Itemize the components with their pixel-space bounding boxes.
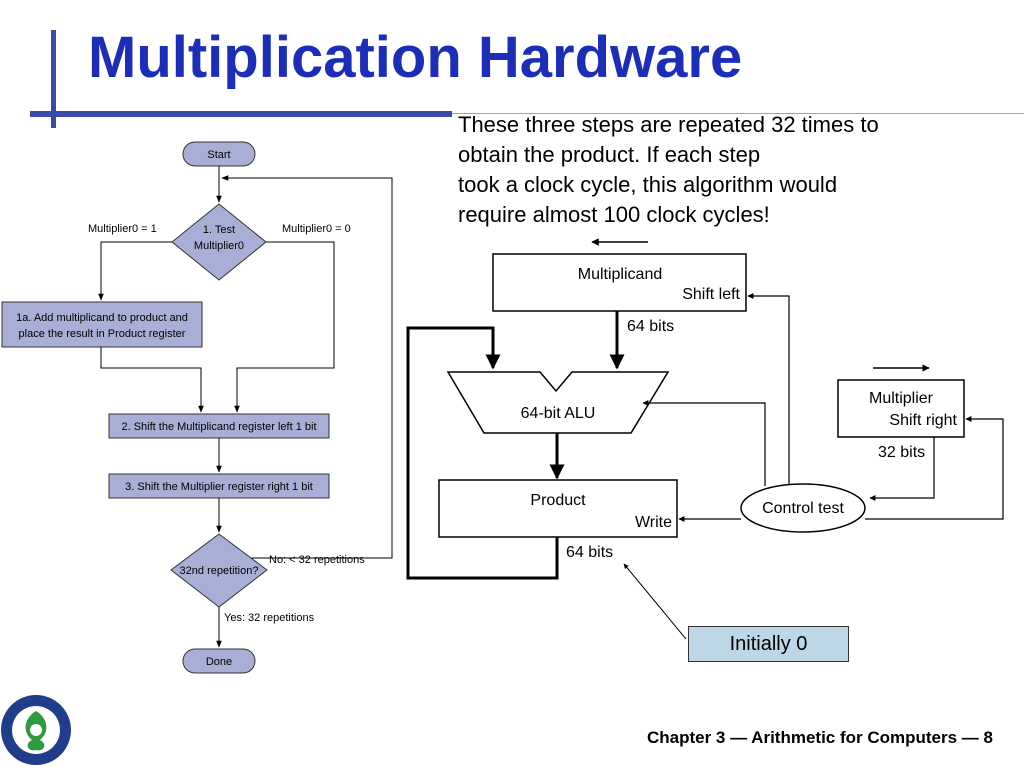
branch-left-arrow (98, 241, 172, 301)
start-label: Start (207, 149, 230, 161)
repetition-no-label: No: < 32 repetitions (269, 554, 365, 566)
branch-left-label: Multiplier0 = 1 (88, 223, 157, 235)
multiplier-label: Multiplier (869, 390, 934, 407)
step-3-label: 3. Shift the Multiplier register right 1… (125, 481, 313, 493)
accent-bar-vertical (51, 30, 56, 128)
product-label: Product (530, 492, 586, 509)
step-2-box (108, 413, 330, 439)
branch-right-arrow (234, 241, 335, 413)
callout-pointer (623, 563, 687, 640)
hardware-diagram: Multiplicand Shift left 64 bits 64-bit A… (406, 238, 1004, 640)
university-logo (1, 695, 71, 765)
control-to-alu-line (642, 400, 766, 486)
note-line: require almost 100 clock cycles! (458, 202, 770, 227)
test-label-line1: 1. Test (203, 224, 235, 236)
repetition-yes-label: Yes: 32 repetitions (224, 612, 315, 624)
test-diamond (171, 203, 267, 281)
done-label: Done (206, 656, 232, 668)
control-test-unit (740, 483, 866, 533)
product-op-label: Write (635, 514, 672, 531)
step-1a-line2: place the result in Product register (19, 328, 186, 340)
multiplier-register (837, 379, 965, 438)
multiplicand-label: Multiplicand (578, 266, 662, 283)
multiplicand-register (492, 253, 747, 312)
slide-title: Multiplication Hardware (88, 25, 743, 90)
product-feedback-bus (406, 326, 559, 580)
alu-shape (446, 371, 670, 434)
multiplicand-op-label: Shift left (682, 286, 740, 303)
step-1a-box (1, 301, 203, 348)
product-register (438, 479, 678, 538)
initial-value-callout: Initially 0 (688, 626, 849, 662)
control-to-multiplier-line (865, 416, 1004, 520)
step-2-label: 2. Shift the Multiplicand register left … (121, 421, 316, 433)
step-1a-line1: 1a. Add multiplicand to product and (16, 312, 188, 324)
product-bits-label: 64 bits (566, 544, 613, 561)
repetition-label: 32nd repetition? (180, 565, 259, 577)
slide-footer: Chapter 3 — Arithmetic for Computers — 8 (646, 728, 993, 747)
loop-back-arrow (219, 175, 393, 559)
alu-label: 64-bit ALU (521, 405, 596, 422)
logo-emblem-center (30, 724, 42, 736)
control-test-label: Control test (762, 500, 844, 517)
branch-right-label: Multiplier0 = 0 (282, 223, 351, 235)
note-line: obtain the product. If each step (458, 142, 761, 167)
note-line: took a clock cycle, this algorithm would (458, 172, 838, 197)
step-3-box (108, 473, 330, 499)
note-line: These three steps are repeated 32 times … (458, 112, 879, 137)
control-to-multiplicand-line (747, 293, 790, 484)
multiplicand-bits-label: 64 bits (627, 318, 674, 335)
test-label-line2: Multiplier0 (194, 240, 244, 252)
flowchart: Start 1. Test Multiplier0 Multiplier0 = … (1, 141, 393, 674)
multiplier-to-control-arrow (869, 437, 935, 501)
multiplier-bits-label: 32 bits (878, 444, 925, 461)
title-rule (452, 113, 1024, 114)
explanation-note: These three steps are repeated 32 times … (458, 110, 978, 230)
multiplier-op-label: Shift right (889, 412, 957, 429)
accent-bar-horizontal (30, 111, 452, 117)
done-terminal (182, 648, 256, 674)
step-1a-arrow (100, 347, 204, 413)
